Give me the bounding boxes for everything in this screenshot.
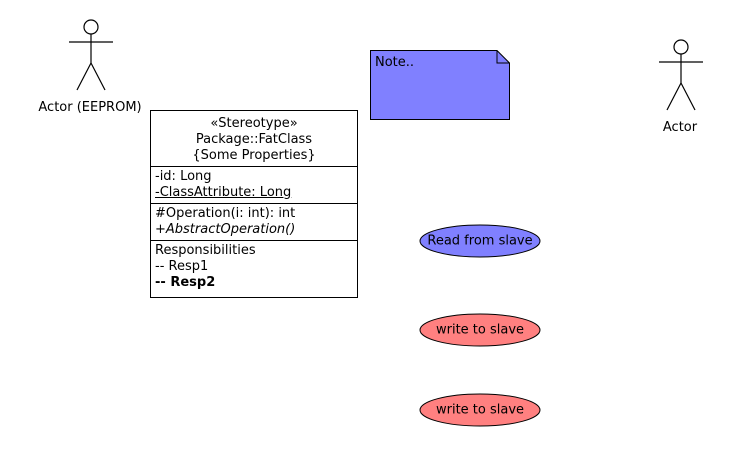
note-shape[interactable]	[370, 50, 510, 120]
usecase-read-from-slave-label: Read from slave	[427, 233, 533, 249]
class-responsibilities: Responsibilities -- Resp1 -- Resp2	[151, 241, 357, 293]
actor-eeprom-figure	[69, 19, 113, 91]
actor[interactable]	[656, 38, 706, 113]
actor-eeprom[interactable]	[66, 18, 116, 93]
class-operation-abstract: +AbstractOperation()	[155, 222, 296, 237]
responsibilities-title: Responsibilities	[155, 243, 256, 258]
class-header: «Stereotype» Package::FatClass {Some Pro…	[151, 111, 357, 167]
class-attribute: -id: Long	[155, 169, 212, 184]
class-box[interactable]: «Stereotype» Package::FatClass {Some Pro…	[150, 110, 358, 298]
note-text: Note..	[375, 55, 415, 70]
class-properties: {Some Properties}	[192, 148, 316, 163]
usecase-read-from-slave[interactable]	[419, 224, 541, 260]
usecase-write-to-slave-2[interactable]	[419, 393, 541, 429]
class-operations: #Operation(i: int): int +AbstractOperati…	[151, 204, 357, 241]
usecase-write-to-slave[interactable]	[419, 313, 541, 349]
usecase-write-to-slave-2-label: write to slave	[435, 402, 525, 418]
usecase-write-to-slave-label: write to slave	[435, 322, 525, 338]
class-stereotype: «Stereotype»	[210, 116, 298, 131]
class-attributes: -id: Long -ClassAttribute: Long	[151, 167, 357, 204]
actor-eeprom-label: Actor (EEPROM)	[38, 100, 142, 115]
actor-label: Actor	[662, 120, 698, 135]
responsibility-item-bold: -- Resp2	[155, 275, 216, 290]
class-name: Package::FatClass	[195, 132, 313, 147]
class-attribute-static: -ClassAttribute: Long	[155, 185, 292, 200]
actor-figure	[659, 39, 703, 111]
responsibility-item: -- Resp1	[155, 259, 209, 274]
class-operation: #Operation(i: int): int	[155, 206, 296, 221]
